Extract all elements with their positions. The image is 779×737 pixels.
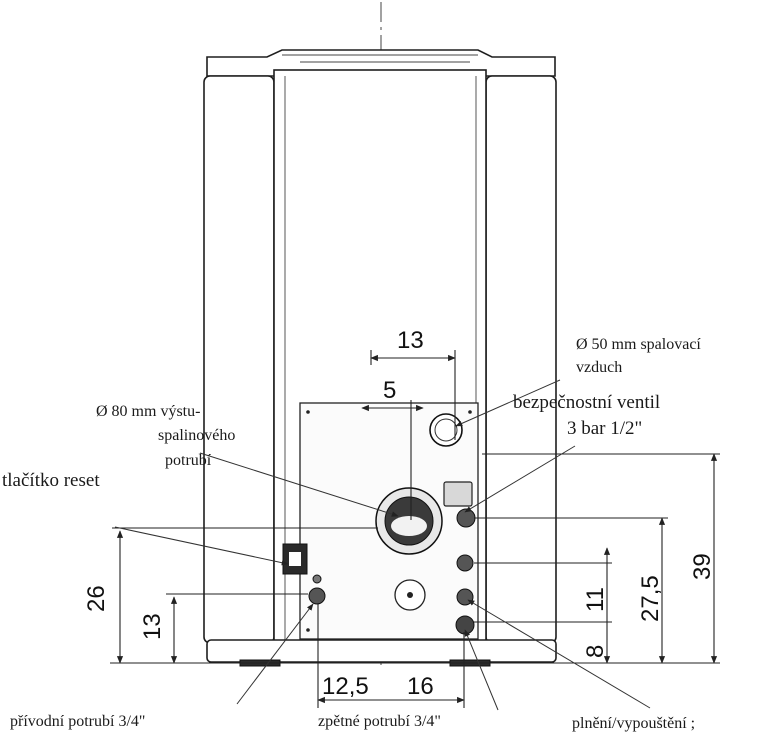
return-pipe-label: zpětné potrubí 3/4" (318, 713, 441, 730)
leader-line (114, 526, 289, 566)
dimension-label: 13 (397, 327, 424, 354)
combustion-air-inlet (429, 413, 463, 447)
combustion-air-label: Ø 50 mm spalovací (576, 336, 701, 353)
dimension-label: 11 (582, 587, 609, 612)
dimension-label: 26 (83, 585, 110, 612)
fitting-icon (456, 588, 474, 606)
flue-gas-outlet (375, 487, 443, 555)
safety-valve (443, 481, 476, 528)
supply-pipe-label: přívodní potrubí 3/4" (10, 713, 145, 730)
dimension-label: 12,5 (322, 673, 369, 700)
dimension-11-8 (474, 547, 612, 664)
safety-valve-label-2: 3 bar 1/2" (567, 418, 642, 439)
dimension-26 (112, 527, 378, 664)
fill-drain-label: plnění/vypouštění ; (572, 715, 695, 732)
fitting-icon (456, 554, 474, 572)
flue-gas-label-3: potrubí (165, 452, 212, 469)
dimension-label: 39 (689, 553, 716, 580)
supply-fitting-icon (308, 587, 326, 605)
dimension-39 (482, 453, 720, 664)
leader-line (464, 629, 499, 711)
leader-line (467, 599, 651, 709)
leader-line (236, 603, 314, 705)
dimension-label: 5 (383, 377, 396, 404)
dimension-label: 27,5 (637, 575, 664, 622)
leader-line (455, 379, 561, 427)
leader-line (199, 452, 399, 517)
dimension-label: 8 (582, 645, 609, 658)
leader-line (464, 445, 576, 513)
reset-button-icon (282, 543, 308, 575)
reset-button-label: tlačítko reset (2, 470, 100, 491)
flue-gas-label-2: spalinového (158, 427, 235, 444)
dimension-label: 16 (407, 673, 434, 700)
dimension-13-top (370, 350, 456, 440)
safety-valve-label: bezpečnostní ventil (513, 392, 660, 413)
dimension-5 (361, 400, 424, 520)
dimension-12-5-16 (317, 603, 465, 708)
combustion-air-label-2: vzduch (576, 359, 622, 376)
flue-gas-label: Ø 80 mm výstu- (96, 403, 200, 420)
dimension-27-5 (474, 517, 668, 664)
dimension-13-left (166, 593, 308, 664)
dimension-label: 13 (139, 613, 166, 640)
